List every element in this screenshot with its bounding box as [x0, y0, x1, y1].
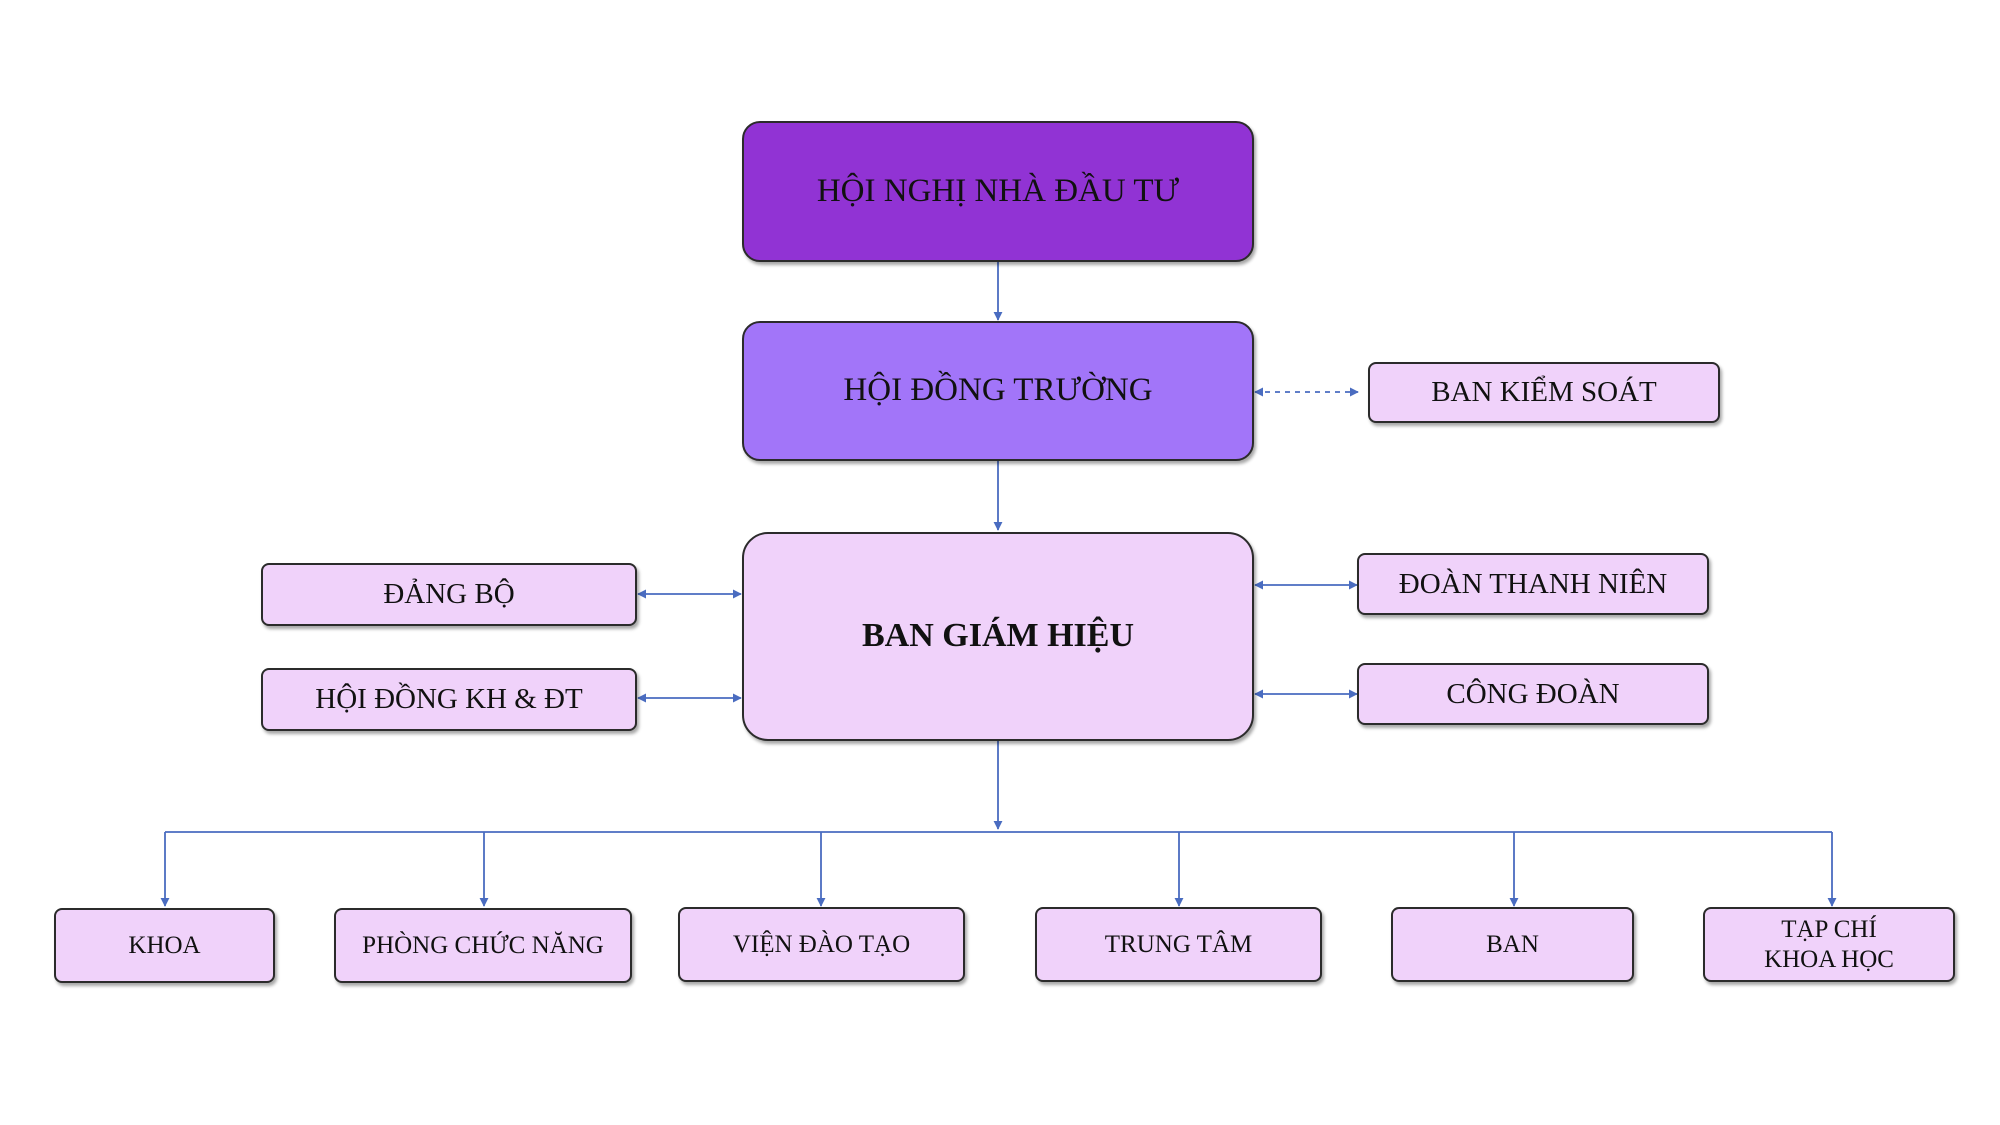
trade-union-label: CÔNG ĐOÀN: [1446, 677, 1620, 710]
unit-board-label: BAN: [1486, 930, 1539, 958]
investors-conference-node: HỘI NGHỊ NHÀ ĐẦU TƯ: [742, 121, 1254, 262]
science-training-council-node: HỘI ĐỒNG KH & ĐT: [261, 668, 637, 731]
investors-conference-label: HỘI NGHỊ NHÀ ĐẦU TƯ: [816, 172, 1180, 209]
unit-training-institute-node: VIỆN ĐÀO TẠO: [678, 907, 965, 982]
party-committee-node: ĐẢNG BỘ: [261, 563, 637, 626]
unit-center-node: TRUNG TÂM: [1035, 907, 1322, 982]
unit-science-journal-label: TẠP CHÍ KHOA HỌC: [1764, 915, 1894, 973]
unit-training-institute-label: VIỆN ĐÀO TẠO: [732, 930, 911, 958]
unit-board-node: BAN: [1391, 907, 1634, 982]
unit-faculty-label: KHOA: [128, 931, 201, 959]
school-board-node: HỘI ĐỒNG TRƯỜNG: [742, 321, 1254, 461]
youth-union-node: ĐOÀN THANH NIÊN: [1357, 553, 1709, 615]
unit-faculty-node: KHOA: [54, 908, 275, 983]
unit-functional-office-node: PHÒNG CHỨC NĂNG: [334, 908, 632, 983]
rector-board-node: BAN GIÁM HIỆU: [742, 532, 1254, 741]
unit-center-label: TRUNG TÂM: [1104, 930, 1253, 958]
school-board-label: HỘI ĐỒNG TRƯỜNG: [843, 372, 1153, 409]
party-committee-label: ĐẢNG BỘ: [383, 578, 515, 611]
rector-board-label: BAN GIÁM HIỆU: [861, 617, 1135, 655]
youth-union-label: ĐOÀN THANH NIÊN: [1398, 567, 1668, 600]
trade-union-node: CÔNG ĐOÀN: [1357, 663, 1709, 725]
control-board-label: BAN KIỂM SOÁT: [1431, 376, 1657, 409]
control-board-node: BAN KIỂM SOÁT: [1368, 362, 1720, 423]
unit-science-journal-node: TẠP CHÍ KHOA HỌC: [1703, 907, 1955, 982]
science-training-council-label: HỘI ĐỒNG KH & ĐT: [315, 683, 583, 716]
unit-functional-office-label: PHÒNG CHỨC NĂNG: [362, 931, 604, 959]
